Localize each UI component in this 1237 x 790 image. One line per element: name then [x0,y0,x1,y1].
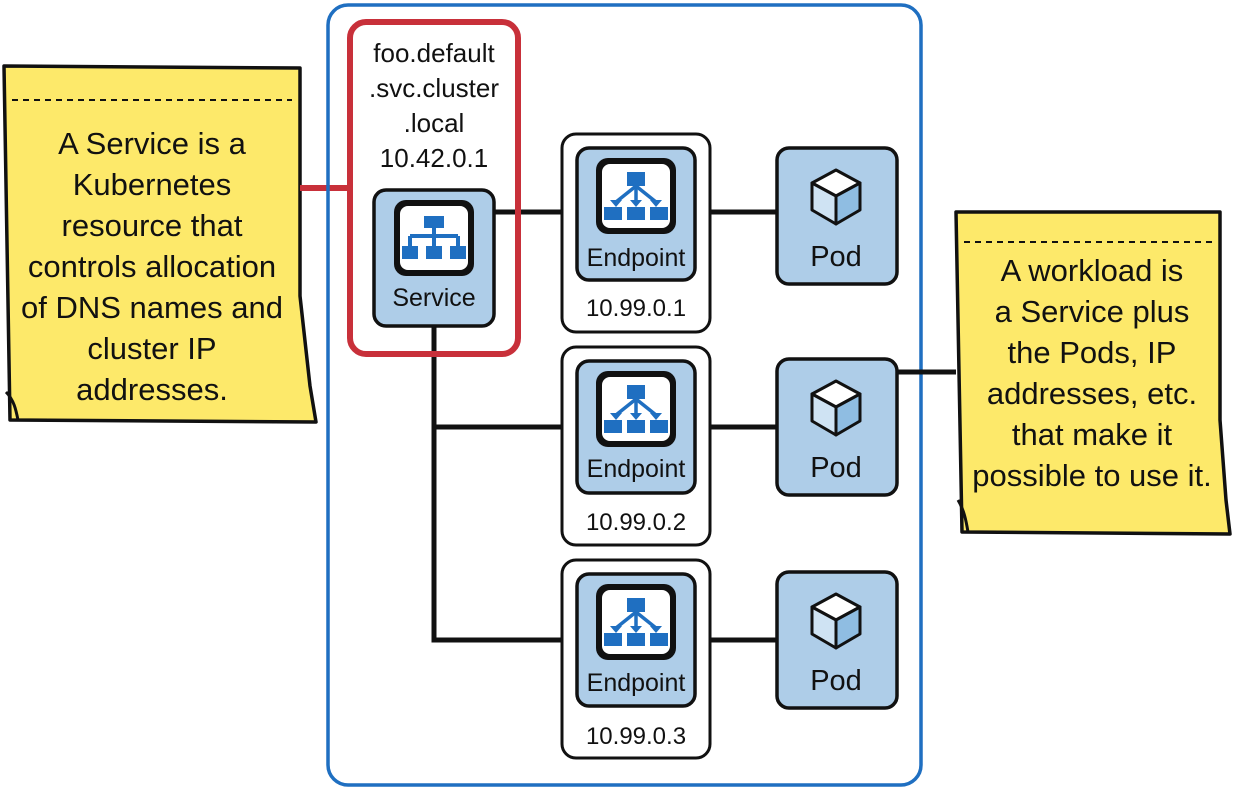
service-highlight-border [347,19,521,357]
service-dns-line-1: foo.default [373,38,495,68]
left-note-line-6: cluster IP [87,331,216,366]
endpoint-icon [596,158,676,234]
pod-1-label: Pod [810,241,862,273]
endpoint-1-label: Endpoint [587,244,686,272]
cube-icon [810,592,862,650]
right-note-line-2: a Service plus [995,294,1190,329]
left-note-line-2: Kubernetes [73,167,232,202]
endpoint-icon [596,371,676,447]
left-sticky-note: A Service is a Kubernetes resource that … [2,64,318,424]
pod-1: Pod [775,146,899,286]
left-note-line-1: A Service is a [58,126,247,161]
right-note-line-5: that make it [1012,417,1173,452]
endpoint-3: Endpoint 10.99.0.3 [560,558,712,760]
endpoint-2-ip: 10.99.0.2 [586,509,686,536]
endpoint-1-ip: 10.99.0.1 [586,295,686,322]
right-note-line-1: A workload is [1001,253,1184,288]
pod-3: Pod [775,570,899,710]
pod-2: Pod [775,357,899,497]
service-group: foo.default .svc.cluster .local 10.42.0.… [347,19,521,357]
right-note-line-6: possible to use it. [972,458,1212,493]
endpoint-3-ip: 10.99.0.3 [586,723,686,750]
left-note-line-3: resource that [62,208,243,243]
right-note-line-4: addresses, etc. [987,376,1197,411]
service-dns-line-3: .local [404,108,465,138]
service-dns-line-2: .svc.cluster [369,73,499,103]
endpoint-icon [596,584,676,660]
endpoint-2-label: Endpoint [587,455,686,483]
endpoint-3-label: Endpoint [587,669,686,697]
right-sticky-note: A workload is a Service plus the Pods, I… [954,210,1232,536]
left-note-line-4: controls allocation [28,249,276,284]
service-cluster-ip: 10.42.0.1 [380,143,488,173]
service-label: Service [392,284,475,312]
endpoint-2: Endpoint 10.99.0.2 [560,345,712,547]
pod-2-label: Pod [810,452,862,484]
endpoint-1: Endpoint 10.99.0.1 [560,132,712,334]
pod-3-label: Pod [810,665,862,697]
right-note-line-3: the Pods, IP [1008,335,1177,370]
service-icon [394,200,474,276]
left-note-line-5: of DNS names and [21,290,283,325]
cube-icon [810,379,862,437]
left-note-line-7: addresses. [76,372,228,407]
cube-icon [810,168,862,226]
workload-boundary [326,3,923,787]
